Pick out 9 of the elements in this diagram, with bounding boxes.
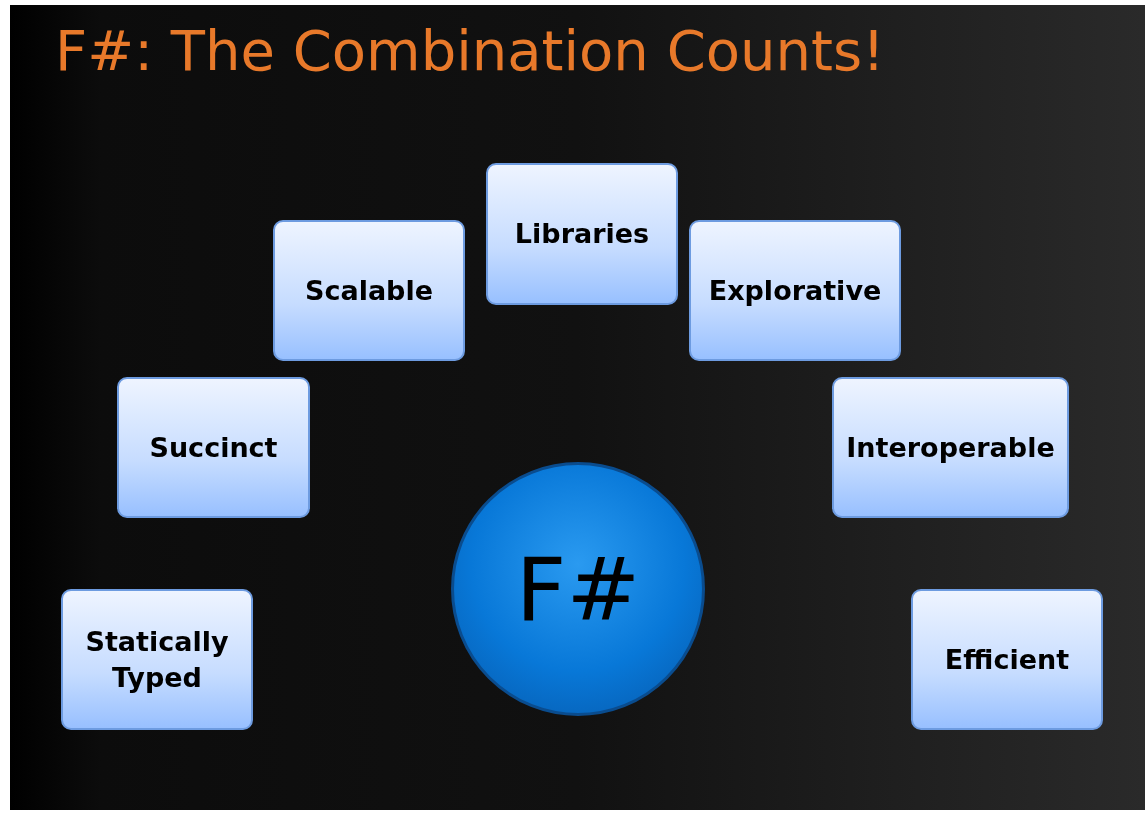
feature-box: Succinct (117, 377, 310, 518)
feature-box: Explorative (689, 220, 901, 361)
slide-title: F#: The Combination Counts! (55, 18, 885, 83)
feature-box: Statically Typed (61, 589, 253, 730)
feature-box: Efficient (911, 589, 1103, 730)
feature-box: Interoperable (832, 377, 1069, 518)
center-circle: F# (451, 462, 705, 716)
feature-box: Libraries (486, 163, 678, 305)
feature-box: Scalable (273, 220, 465, 361)
